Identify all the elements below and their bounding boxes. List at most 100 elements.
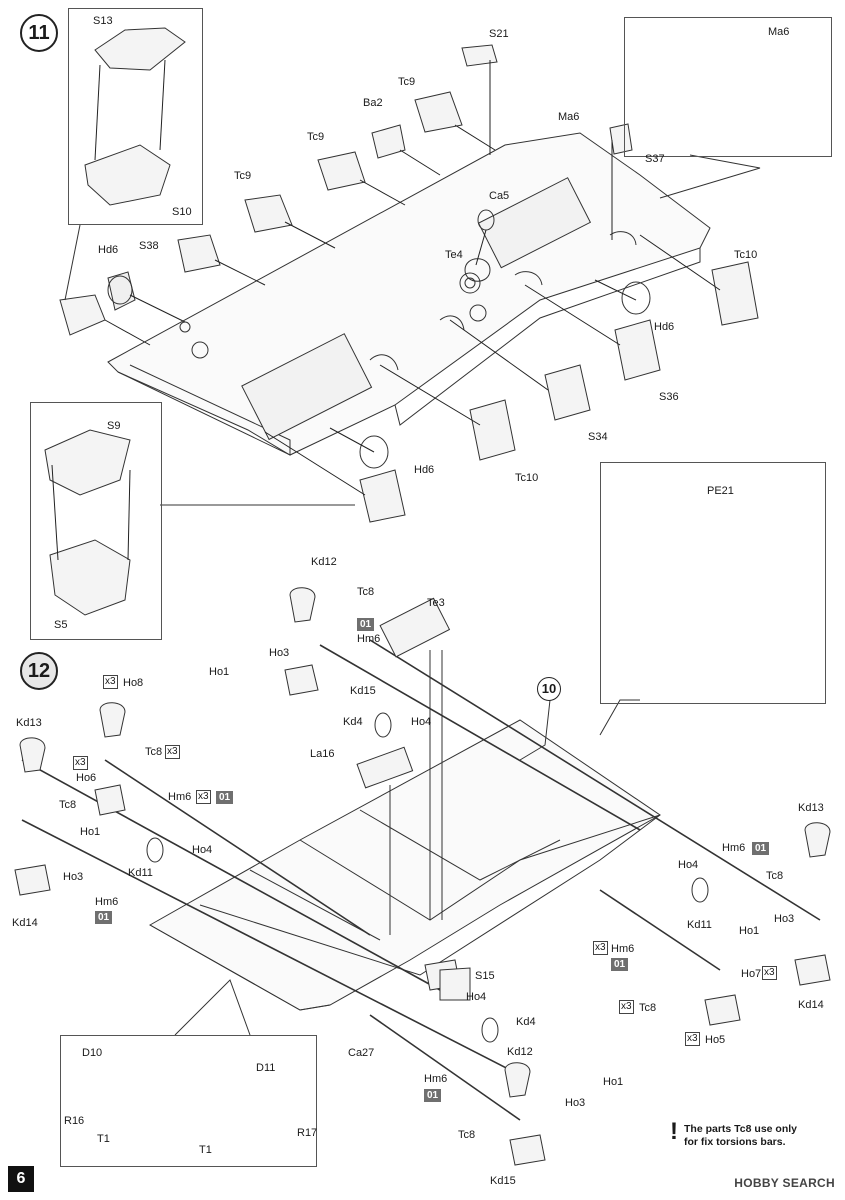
label-ho4-left: Ho4 (192, 844, 213, 856)
badge-x3-ho6: x3 (73, 756, 88, 770)
label-ho3-top: Ho3 (269, 647, 290, 659)
inset-d10-d11-detail (60, 1035, 317, 1167)
label-s34: S34 (588, 431, 608, 443)
label-kd15-bottom: Kd15 (490, 1175, 516, 1187)
label-hd6-a: Hd6 (98, 244, 119, 256)
badge-x3-ho5: x3 (685, 1032, 700, 1046)
label-tc8-left-b: Tc8 (59, 799, 77, 811)
label-ho1-top: Ho1 (209, 666, 230, 678)
label-tc9-b: Tc9 (307, 131, 325, 143)
label-hm6-left: Hm6 (168, 791, 192, 803)
label-tc8-right: Tc8 (766, 870, 784, 882)
label-kd14-right: Kd14 (798, 999, 824, 1011)
label-hm6-bottom: Hm6 (424, 1073, 448, 1085)
inset-s9-s5 (30, 402, 162, 640)
label-kd12-top: Kd12 (311, 556, 337, 568)
label-hm6-right-b: Hm6 (611, 943, 635, 955)
label-kd4-bottom: Kd4 (516, 1016, 536, 1028)
label-s15: S15 (475, 970, 495, 982)
badge-x3-hm6-right: x3 (593, 941, 608, 955)
label-ho5: Ho5 (705, 1034, 726, 1046)
label-ho6: Ho6 (76, 772, 97, 784)
badge-x3-ho8: x3 (103, 675, 118, 689)
label-kd4-top: Kd4 (343, 716, 363, 728)
label-ho4-top: Ho4 (411, 716, 432, 728)
label-tc8-top: Tc8 (357, 586, 375, 598)
exclamation-icon: ! (670, 1118, 678, 1145)
label-r17: R17 (297, 1127, 318, 1139)
step-10-reference: 10 (537, 677, 561, 701)
badge-x3-tc8: x3 (165, 745, 180, 759)
label-ho3-left: Ho3 (63, 871, 84, 883)
label-s13: S13 (93, 15, 113, 27)
label-kd12-bottom: Kd12 (507, 1046, 533, 1058)
inset-ma6-detail (624, 17, 832, 157)
label-kd15-top: Kd15 (350, 685, 376, 697)
label-ba2: Ba2 (363, 97, 383, 109)
badge-01-a: 01 (357, 618, 375, 631)
label-kd11-left: Kd11 (128, 867, 153, 879)
label-s36: S36 (659, 391, 679, 403)
label-hd6-c: Hd6 (414, 464, 435, 476)
label-hd6-b: Hd6 (654, 321, 675, 333)
label-ho8: Ho8 (123, 677, 144, 689)
label-te3: Te3 (427, 597, 445, 609)
page-number: 6 (8, 1166, 34, 1192)
label-ho3-right: Ho3 (774, 913, 795, 925)
badge-01-b: 01 (216, 791, 234, 804)
label-ma6: Ma6 (558, 111, 580, 123)
badge-01-e: 01 (611, 958, 629, 971)
label-tc8-bottom-right: Tc8 (639, 1002, 657, 1014)
label-pe21: PE21 (707, 485, 734, 497)
badge-x3-tc8-bottom: x3 (619, 1000, 634, 1014)
label-ca27: Ca27 (348, 1047, 375, 1059)
label-s9: S9 (107, 420, 121, 432)
step-11-number: 11 (20, 14, 58, 52)
label-s5: S5 (54, 619, 68, 631)
label-kd13-left: Kd13 (16, 717, 42, 729)
step-12-number: 12 (20, 652, 58, 690)
badge-01-f: 01 (424, 1089, 442, 1102)
label-s37: S37 (645, 153, 665, 165)
label-hm6-left-b: Hm6 (95, 896, 119, 908)
label-tc8-left-a: Tc8 (145, 746, 163, 758)
label-tc9-a: Tc9 (398, 76, 416, 88)
badge-x3-ho7: x3 (762, 966, 777, 980)
label-d10: D10 (82, 1047, 103, 1059)
label-r16: R16 (64, 1115, 85, 1127)
inset-s13-s10 (68, 8, 203, 225)
label-s38: S38 (139, 240, 159, 252)
label-kd13-right: Kd13 (798, 802, 824, 814)
label-t1-a: T1 (97, 1133, 110, 1145)
badge-x3-hm6: x3 (196, 790, 211, 804)
inset-pe21-detail (600, 462, 826, 704)
label-hm6-top: Hm6 (357, 633, 381, 645)
label-ho7: Ho7 (741, 968, 762, 980)
label-ho1-right: Ho1 (739, 925, 760, 937)
note-line-2: for fix torsions bars. (684, 1136, 786, 1148)
label-ho4-right: Ho4 (678, 859, 699, 871)
label-tc10-b: Tc10 (515, 472, 539, 484)
label-ho3-bottom: Ho3 (565, 1097, 586, 1109)
label-ho4-bottom: Ho4 (466, 991, 487, 1003)
badge-01-c: 01 (95, 911, 113, 924)
badge-01-d: 01 (752, 842, 770, 855)
note-line-1: The parts Tc8 use only (684, 1123, 798, 1135)
label-s21: S21 (489, 28, 509, 40)
label-s10: S10 (172, 206, 192, 218)
label-la16: La16 (310, 748, 335, 760)
label-ca5: Ca5 (489, 190, 510, 202)
watermark: HOBBY SEARCH (734, 1176, 835, 1190)
label-ho1-bottom: Ho1 (603, 1076, 624, 1088)
label-d11: D11 (256, 1062, 276, 1074)
label-tc9-c: Tc9 (234, 170, 252, 182)
label-t1-b: T1 (199, 1144, 212, 1156)
label-tc8-bottom: Tc8 (458, 1129, 476, 1141)
label-hm6-right: Hm6 (722, 842, 746, 854)
label-te4: Te4 (445, 249, 463, 261)
label-ho1-left: Ho1 (80, 826, 101, 838)
tc8-note: The parts Tc8 use only for fix torsions … (684, 1123, 797, 1149)
label-ma6-inset: Ma6 (768, 26, 790, 38)
label-kd11-right: Kd11 (687, 919, 712, 931)
